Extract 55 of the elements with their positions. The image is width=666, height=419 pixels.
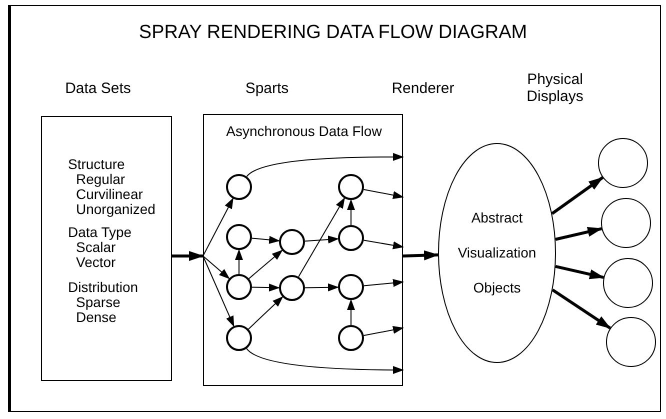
- circle-node: [338, 274, 364, 300]
- arrow: [363, 188, 404, 200]
- circle-node: [338, 325, 364, 351]
- arrow: [172, 251, 204, 261]
- display-circle: [598, 138, 648, 188]
- display-circle: [603, 258, 653, 308]
- group-heading: Data Type: [68, 225, 132, 240]
- arrow: [202, 198, 234, 256]
- diagram-title: SPRAY RENDERING DATA FLOW DIAGRAM: [138, 22, 528, 44]
- arrow: [304, 283, 339, 292]
- circle-node: [226, 325, 252, 351]
- item-list: Sparse Dense: [76, 295, 120, 325]
- arrow: [246, 153, 404, 178]
- circle-node: [279, 229, 305, 255]
- item-list: Regular Curvilinear Unorganized: [76, 172, 156, 217]
- column-heading: Sparts: [244, 80, 290, 97]
- arrow: [402, 250, 439, 260]
- arrow: [246, 348, 404, 374]
- ellipse-text: Abstract Visualization Objects: [458, 208, 536, 298]
- group-heading: Distribution: [68, 280, 138, 295]
- circle-node: [226, 274, 252, 300]
- arrow: [298, 197, 345, 278]
- circle-node: [279, 275, 305, 301]
- arrow: [304, 236, 340, 244]
- arrow: [363, 278, 404, 287]
- renderer-ellipse: [438, 143, 556, 363]
- arrow: [252, 284, 280, 292]
- arrow: [551, 176, 604, 215]
- data-sets-box: [41, 116, 172, 381]
- arrow: [347, 299, 355, 326]
- display-circle: [606, 317, 656, 367]
- arrow: [248, 296, 284, 330]
- group-heading: Structure: [68, 157, 125, 172]
- arrow: [202, 256, 230, 280]
- display-circle: [601, 198, 651, 248]
- circle-node: [226, 224, 252, 250]
- box-heading: Asynchronous Data Flow: [225, 124, 383, 139]
- arrow: [363, 326, 404, 336]
- arrow: [555, 226, 603, 241]
- item-list: Scalar Vector: [76, 240, 116, 270]
- arrow: [248, 250, 283, 280]
- circle-node: [338, 174, 364, 200]
- sparts-box: [203, 114, 403, 386]
- arrow: [552, 288, 611, 330]
- column-heading: Physical Displays: [526, 71, 584, 105]
- column-heading: Renderer: [390, 80, 456, 97]
- arrow: [202, 256, 234, 327]
- arrow: [235, 249, 243, 274]
- arrow: [363, 240, 404, 250]
- arrow: [251, 236, 280, 244]
- circle-node: [226, 174, 252, 200]
- circle-node: [338, 225, 364, 251]
- arrow: [555, 264, 605, 280]
- arrow: [347, 199, 355, 226]
- column-heading: Data Sets: [64, 80, 132, 97]
